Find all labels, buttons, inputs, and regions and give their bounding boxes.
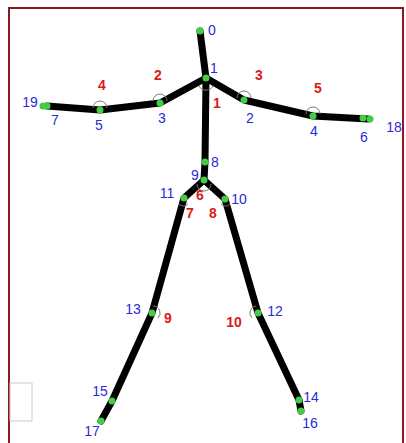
joint-dot [149,310,156,317]
joint-number: 7 [51,113,59,127]
right-arm-bone [206,78,368,119]
joint-dot [296,397,303,404]
joint-number: 2 [246,111,254,125]
joint-number: 16 [302,416,318,430]
angle-arc [199,86,213,90]
joint-dot [203,75,210,82]
joint-number: 19 [22,95,38,109]
joint-number: 0 [208,23,216,37]
angle-arcs [93,86,320,318]
angle-number: 5 [314,81,322,95]
right-leg-bone [204,180,301,411]
joint-dot [40,103,47,110]
angle-number: 4 [98,78,106,92]
joint-dot [157,100,164,107]
angle-number: 2 [154,68,162,82]
joint-dot [181,195,188,202]
joint-number: 5 [95,118,103,132]
angle-arc [221,204,230,206]
angle-number: 1 [213,96,221,110]
joint-dot [97,107,104,114]
joint-number: 10 [231,192,247,206]
joint-dot [241,97,248,104]
joint-number: 3 [158,111,166,125]
angle-number: 8 [209,206,217,220]
joint-dot [202,159,209,166]
joint-dot [298,408,305,415]
joint-number: 13 [125,302,141,316]
joint-number: 6 [360,130,368,144]
joint-dot [109,398,116,405]
joint-number: 8 [211,155,219,169]
joint-number: 1 [210,61,218,75]
joint-dots [40,28,374,425]
bones [47,31,368,421]
joint-dot [367,116,374,123]
joint-number: 12 [267,304,283,318]
joint-dot [201,177,208,184]
joint-dot [255,310,262,317]
frame [9,8,403,443]
angle-number: 3 [255,68,263,82]
joint-number: 18 [386,120,402,134]
neck-bone [200,31,206,78]
joint-number: 17 [84,424,100,438]
left-arm-bone [47,78,206,110]
joint-dot [310,113,317,120]
joint-dot [222,196,229,203]
joint-number: 15 [92,384,108,398]
joint-dot [360,115,367,122]
left-leg-bone [101,180,204,421]
joint-number: 14 [303,390,319,404]
joint-number: 11 [160,186,175,200]
joint-number: 9 [191,168,199,182]
joint-number: 4 [310,124,318,138]
joint-dot [197,28,204,35]
grey-box [10,383,32,421]
angle-number: 9 [164,311,172,325]
angle-number: 7 [186,206,194,220]
angle-number: 10 [226,315,242,329]
angle-number: 6 [196,188,204,202]
